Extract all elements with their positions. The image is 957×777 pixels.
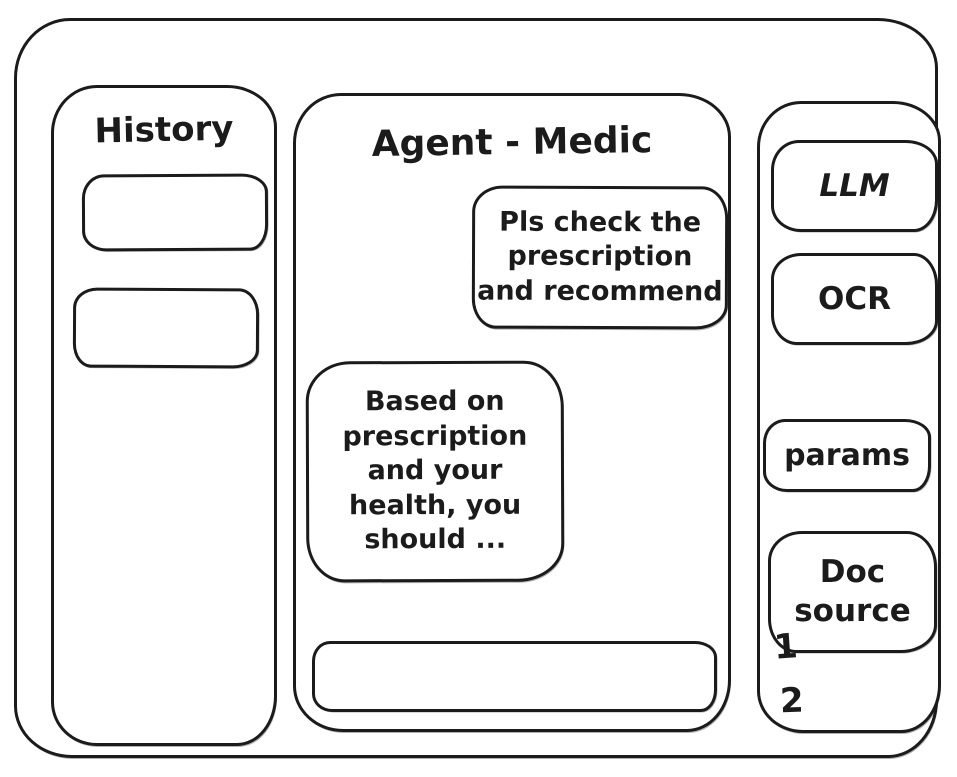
history-item[interactable]	[81, 173, 269, 252]
doc-source-button-label: Doc source	[794, 554, 911, 629]
doc-source-item-1[interactable]: 1	[772, 626, 800, 668]
user-message-text: Pls check the prescription and recommend	[477, 206, 723, 308]
doc-source-item-2[interactable]: 2	[779, 680, 805, 722]
history-sidebar: History	[51, 85, 277, 746]
params-button-label: params	[784, 437, 910, 473]
params-button[interactable]: params	[763, 419, 931, 492]
app-window-frame: History Agent - Medic Pls check the pres…	[14, 18, 941, 758]
ocr-button-label: OCR	[818, 280, 891, 317]
doc-source-button[interactable]: Doc source	[768, 531, 937, 653]
tools-toolbar: LLM OCR params Doc source 1 2	[757, 101, 941, 733]
agent-message-text: Based on prescription and your health, y…	[342, 385, 528, 556]
history-title: History	[94, 108, 234, 152]
agent-title: Agent - Medic	[371, 120, 653, 165]
ocr-button[interactable]: OCR	[771, 253, 938, 345]
agent-message-bubble: Based on prescription and your health, y…	[305, 360, 565, 583]
chat-input[interactable]	[312, 641, 717, 712]
llm-button-label: LLM	[819, 167, 890, 204]
user-message-bubble: Pls check the prescription and recommend	[471, 185, 729, 330]
llm-button[interactable]: LLM	[771, 140, 938, 232]
chat-panel: Agent - Medic Pls check the prescription…	[293, 93, 731, 732]
history-item[interactable]	[72, 287, 260, 369]
